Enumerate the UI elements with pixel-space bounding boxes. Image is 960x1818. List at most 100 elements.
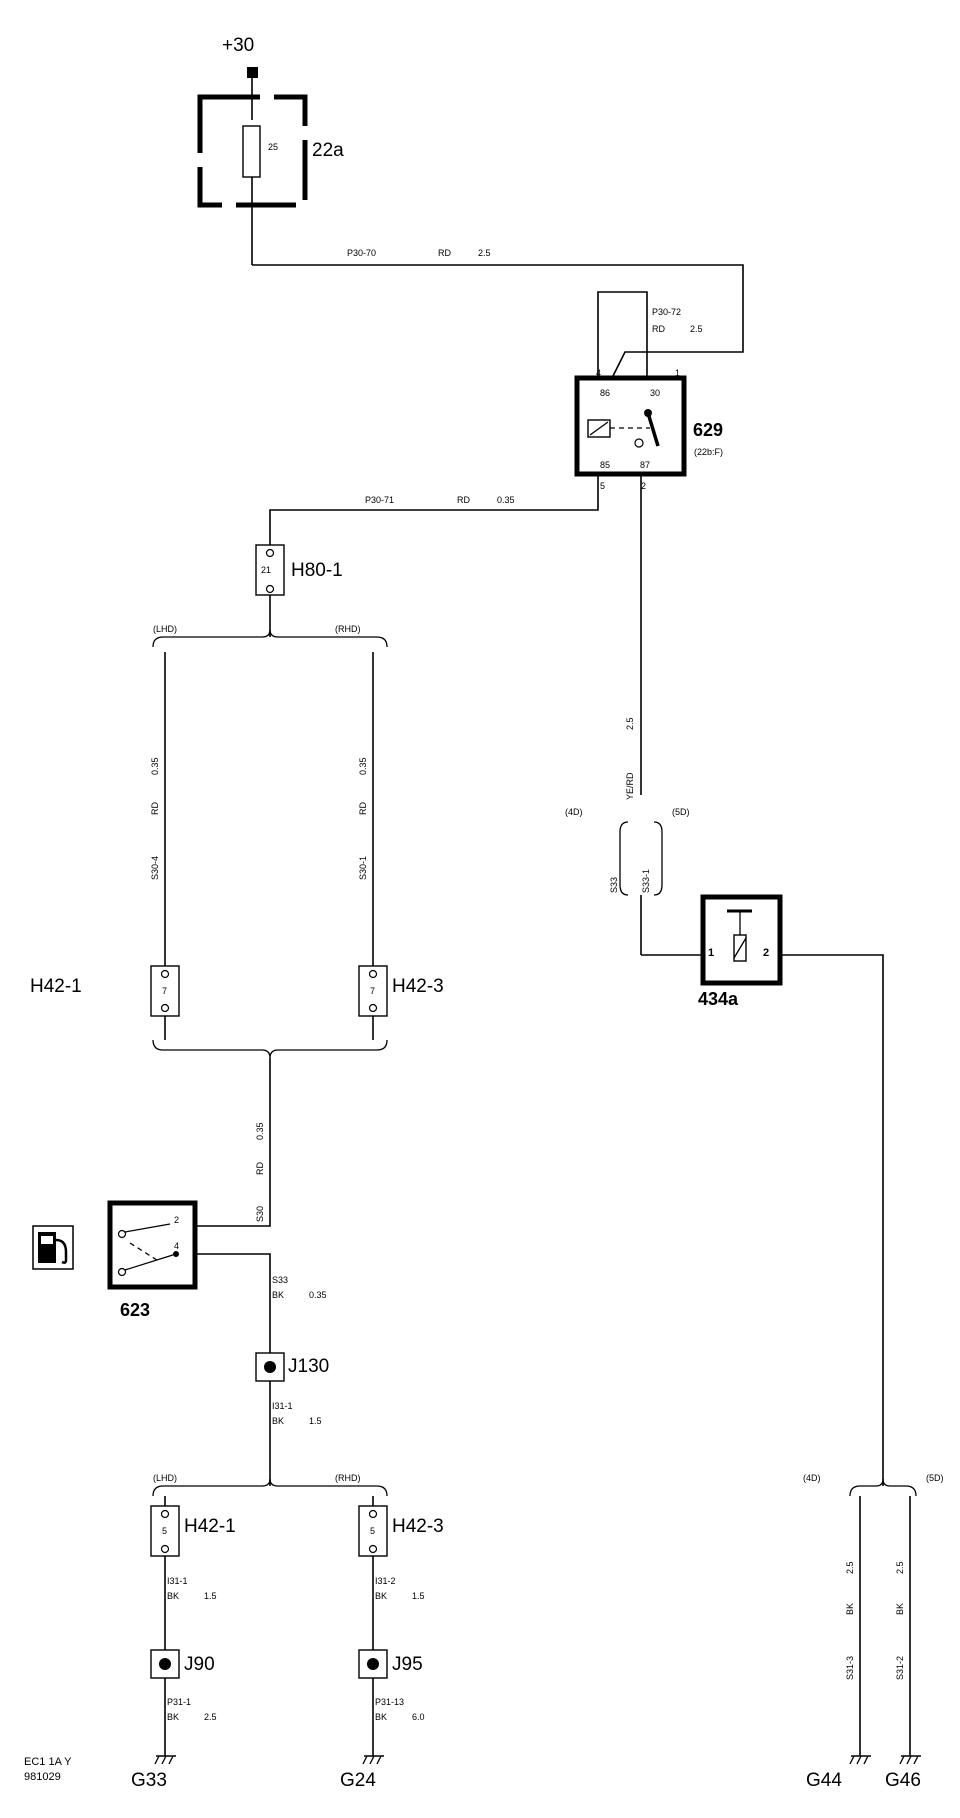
wire-size: 2.5 [478, 248, 491, 258]
switch-pin-2: 2 [174, 1215, 179, 1225]
switch-623: 2 4 623 [107, 1200, 198, 1320]
wire-code: P30-71 [365, 495, 394, 505]
wire-size: 2.5 [845, 1561, 855, 1574]
variant-lhd: (LHD) [153, 624, 177, 634]
fuse-rating: 25 [268, 142, 278, 152]
relay-terminal-86: 86 [600, 388, 610, 398]
connector-id: H42-3 [392, 976, 444, 997]
wire-code: S31-3 [845, 1656, 855, 1680]
wire-size: 6.0 [412, 1712, 425, 1722]
wire-code: I31-1 [272, 1401, 293, 1411]
switch-pin-2: 2 [763, 947, 769, 959]
wire-code: P30-72 [652, 307, 681, 317]
relay-terminal-85: 85 [600, 460, 610, 470]
ground-id: G46 [885, 1770, 921, 1791]
wire-size: 0.35 [150, 757, 160, 775]
fuse-id: 22a [312, 140, 344, 161]
junction-id: J95 [392, 1654, 423, 1675]
relay-pin-5: 5 [600, 481, 605, 491]
connector-id: H42-3 [392, 1516, 444, 1537]
footer-date: 981029 [24, 1771, 61, 1783]
connector-id: H80-1 [291, 560, 343, 581]
wire-color: BK [375, 1591, 387, 1601]
wire-color: BK [272, 1416, 284, 1426]
wire-size: 2.5 [895, 1561, 905, 1574]
variant-4d-lower: (4D) [803, 1473, 821, 1483]
switch-id: 623 [120, 1300, 150, 1320]
wire-size: 0.35 [497, 495, 515, 505]
wire-code: S33 [609, 877, 619, 893]
switch-pin-1: 1 [708, 947, 714, 959]
wire-code: S30-4 [150, 856, 160, 880]
ground-g24-icon: G24 [340, 1755, 384, 1791]
wire-size: 0.35 [255, 1122, 265, 1140]
connector-pin: 7 [162, 986, 167, 996]
junction-j90: J90 [150, 1649, 215, 1679]
ground-g33-icon: G33 [131, 1755, 176, 1791]
wire-size: 1.5 [204, 1591, 217, 1601]
connector-id: H42-1 [30, 976, 82, 997]
connector-pin: 5 [162, 1526, 167, 1536]
variant-5d-lower: (5D) [926, 1473, 944, 1483]
connector-id: H42-1 [184, 1516, 236, 1537]
variant-rhd-lower: (RHD) [335, 1473, 361, 1483]
wire-size: 2.5 [204, 1712, 217, 1722]
wire-code: P31-1 [167, 1697, 191, 1707]
fuse-22a: 25 22a [197, 94, 344, 208]
ground-id: G33 [131, 1770, 167, 1791]
connector-h42-1-upper: 7 H42-1 [30, 965, 180, 1017]
junction-j95: J95 [358, 1649, 423, 1679]
wire-code: I31-2 [375, 1576, 396, 1586]
wire-color: BK [167, 1712, 179, 1722]
wire-color: RD [457, 495, 470, 505]
wire-code: S30 [255, 1206, 265, 1222]
variant-5d: (5D) [672, 807, 690, 817]
wire-color: BK [845, 1603, 855, 1615]
wire-color: RD [652, 324, 665, 334]
connector-h42-3-lower: 5 H42-3 [358, 1505, 444, 1557]
connector-pin: 7 [370, 986, 375, 996]
wire-color: RD [150, 802, 160, 815]
variant-4d: (4D) [565, 807, 583, 817]
wire-color: RD [255, 1162, 265, 1175]
fuse-element [242, 125, 261, 178]
junction-j130: J130 [255, 1352, 329, 1382]
switch-434a: 1 2 434a [698, 894, 783, 1009]
wire-size: 1.5 [309, 1416, 322, 1426]
wire-code: S30-1 [358, 856, 368, 880]
connector-pin: 5 [370, 1526, 375, 1536]
connector-h80-1: 21 H80-1 [255, 544, 343, 596]
wire-size: 0.35 [309, 1290, 327, 1300]
connector-h42-1-lower: 5 H42-1 [150, 1505, 236, 1557]
relay-location: (22b:F) [694, 447, 723, 457]
wire-code: P30-70 [347, 248, 376, 258]
supply-terminal-label: +30 [222, 35, 254, 56]
wire-code: S33 [272, 1275, 288, 1285]
wire-code: S31-2 [895, 1656, 905, 1680]
relay-id: 629 [693, 420, 723, 440]
relay-629: 4 1 86 30 85 87 629 (22b:F) 5 2 [574, 368, 723, 491]
wire-color: BK [895, 1603, 905, 1615]
variant-lhd-lower: (LHD) [153, 1473, 177, 1483]
wire-size: 2.5 [690, 324, 703, 334]
wire-color: BK [375, 1712, 387, 1722]
connector-pin: 21 [261, 565, 271, 575]
ground-g46-icon: G46 [885, 1755, 921, 1791]
ground-id: G44 [806, 1770, 842, 1791]
wire-color: YE/RD [625, 772, 635, 800]
relay-pin-4: 4 [596, 368, 601, 378]
wire-size: 1.5 [412, 1591, 425, 1601]
supply-terminal-marker [247, 67, 258, 78]
footer-code: EC1 1A Y [24, 1756, 72, 1768]
wire-color: RD [438, 248, 451, 258]
wire-code: I31-1 [167, 1576, 188, 1586]
connector-h42-3-upper: 7 H42-3 [358, 965, 444, 1017]
wire-size: 2.5 [625, 717, 635, 730]
wire-color: BK [167, 1591, 179, 1601]
fuel-pump-icon [32, 1225, 74, 1270]
relay-terminal-30: 30 [650, 388, 660, 398]
wire-color: RD [358, 802, 368, 815]
ground-g44-icon: G44 [806, 1755, 871, 1791]
junction-id: J130 [288, 1356, 329, 1377]
